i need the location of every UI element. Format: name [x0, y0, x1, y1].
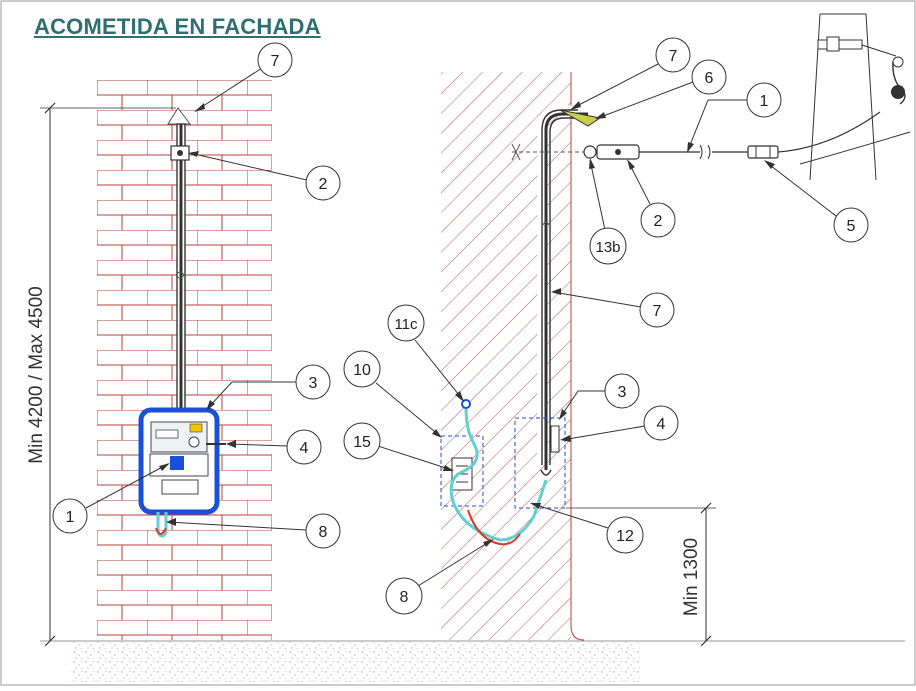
protection-box-outline [514, 417, 566, 509]
callout-13b-right-label: 13b [595, 239, 620, 256]
wall-section-hatch [441, 72, 571, 640]
wall-face-line [570, 72, 585, 641]
drip-loop-cap [559, 109, 602, 127]
right-conduit-inner [549, 117, 580, 465]
cable-break [699, 144, 711, 160]
pole-bracket [817, 39, 863, 50]
callout-7-right-top-label: 7 [669, 48, 678, 65]
callout-2-left: 2 [188, 151, 341, 201]
callout-4-left: 4 [226, 429, 322, 465]
callout-5-right-label: 5 [847, 218, 856, 235]
page-title: ACOMETIDA EN FACHADA [34, 14, 321, 39]
callout-2-right-label: 2 [654, 213, 663, 230]
callout-4-right-label: 4 [657, 416, 666, 433]
height-tick-top [44, 102, 56, 114]
callout-7-left-label: 7 [271, 53, 280, 70]
pole-hook [861, 44, 897, 57]
callout-4-right: 4 [560, 405, 679, 442]
pole-hook-ring [892, 56, 904, 68]
callout-8-left-label: 8 [319, 524, 328, 541]
service-cable-c [777, 111, 881, 153]
connector-sleeve [747, 145, 779, 159]
callout-10-right: 10 [343, 350, 442, 438]
callout-13b-right: 13b [589, 158, 627, 265]
callout-4-left-label: 4 [300, 440, 309, 457]
callout-7-left: 7 [194, 42, 293, 112]
ground-gravel [70, 642, 640, 682]
callout-1-right: 1 [687, 82, 782, 153]
callout-6-right-label: 6 [705, 70, 714, 87]
meter-terminal-block [161, 479, 199, 495]
ground-box-outline [440, 435, 484, 507]
protection-box-device [550, 425, 560, 453]
pole-cross-line [799, 131, 911, 165]
left-cable-red [155, 527, 167, 535]
eye-bolt [583, 145, 597, 159]
right-conduit-joint [542, 221, 550, 226]
callout-15-right: 15 [343, 422, 454, 471]
right-cable-red [467, 509, 521, 546]
height-tick-bottom [44, 635, 56, 647]
right-conduit-end [540, 469, 552, 476]
height-dimension-label: Min 4200 / Max 4500 [26, 286, 47, 463]
callout-3-right: 3 [559, 373, 640, 420]
left-conduit-joint [175, 271, 185, 279]
pole-bracket-clamp [826, 36, 840, 52]
callout-3-left: 3 [206, 364, 331, 411]
callout-8-right: 8 [385, 539, 494, 615]
callout-1-left-label: 1 [66, 509, 75, 526]
pole-left-edge [809, 13, 821, 181]
left-clamp-bolt [177, 150, 183, 156]
min-height-tick-top [700, 502, 712, 514]
callout-11c-right-label: 11c [394, 316, 418, 333]
callout-15-right-label: 15 [353, 434, 371, 451]
callout-8-right-label: 8 [400, 589, 409, 606]
meter-fuse [170, 456, 184, 470]
callout-7-right-top: 7 [570, 37, 691, 110]
callout-3-right-label: 3 [618, 384, 627, 401]
callout-3-left-label: 3 [309, 375, 318, 392]
callout-7-right-mid-label: 7 [653, 303, 662, 320]
callout-12-right-label: 12 [616, 528, 634, 545]
pole-connector [891, 85, 905, 99]
callout-2-right: 2 [627, 159, 676, 238]
callout-1-left: 1 [52, 463, 170, 534]
min-height-tick-bottom [700, 635, 712, 647]
callout-1-right-label: 1 [760, 93, 769, 110]
min-height-dimension-label: Min 1300 [681, 538, 702, 616]
pole-right-edge [820, 13, 877, 181]
callout-2-left-label: 2 [319, 176, 328, 193]
anchor-end-b [511, 143, 521, 161]
callout-11c-right: 11c [387, 304, 464, 402]
callout-7-right-mid: 7 [551, 288, 675, 328]
callout-5-right: 5 [764, 160, 869, 243]
tension-clamp-bolt [615, 149, 621, 155]
right-cable-core [544, 112, 588, 470]
right-cable-cyan [449, 407, 548, 542]
callout-12-right: 12 [530, 503, 644, 554]
meter-display [155, 429, 179, 439]
callout-6-right: 6 [595, 59, 727, 119]
meter-dial [188, 436, 200, 448]
callout-10-right-label: 10 [353, 362, 371, 379]
callout-8-left: 8 [166, 513, 341, 549]
meter-label [189, 423, 203, 433]
